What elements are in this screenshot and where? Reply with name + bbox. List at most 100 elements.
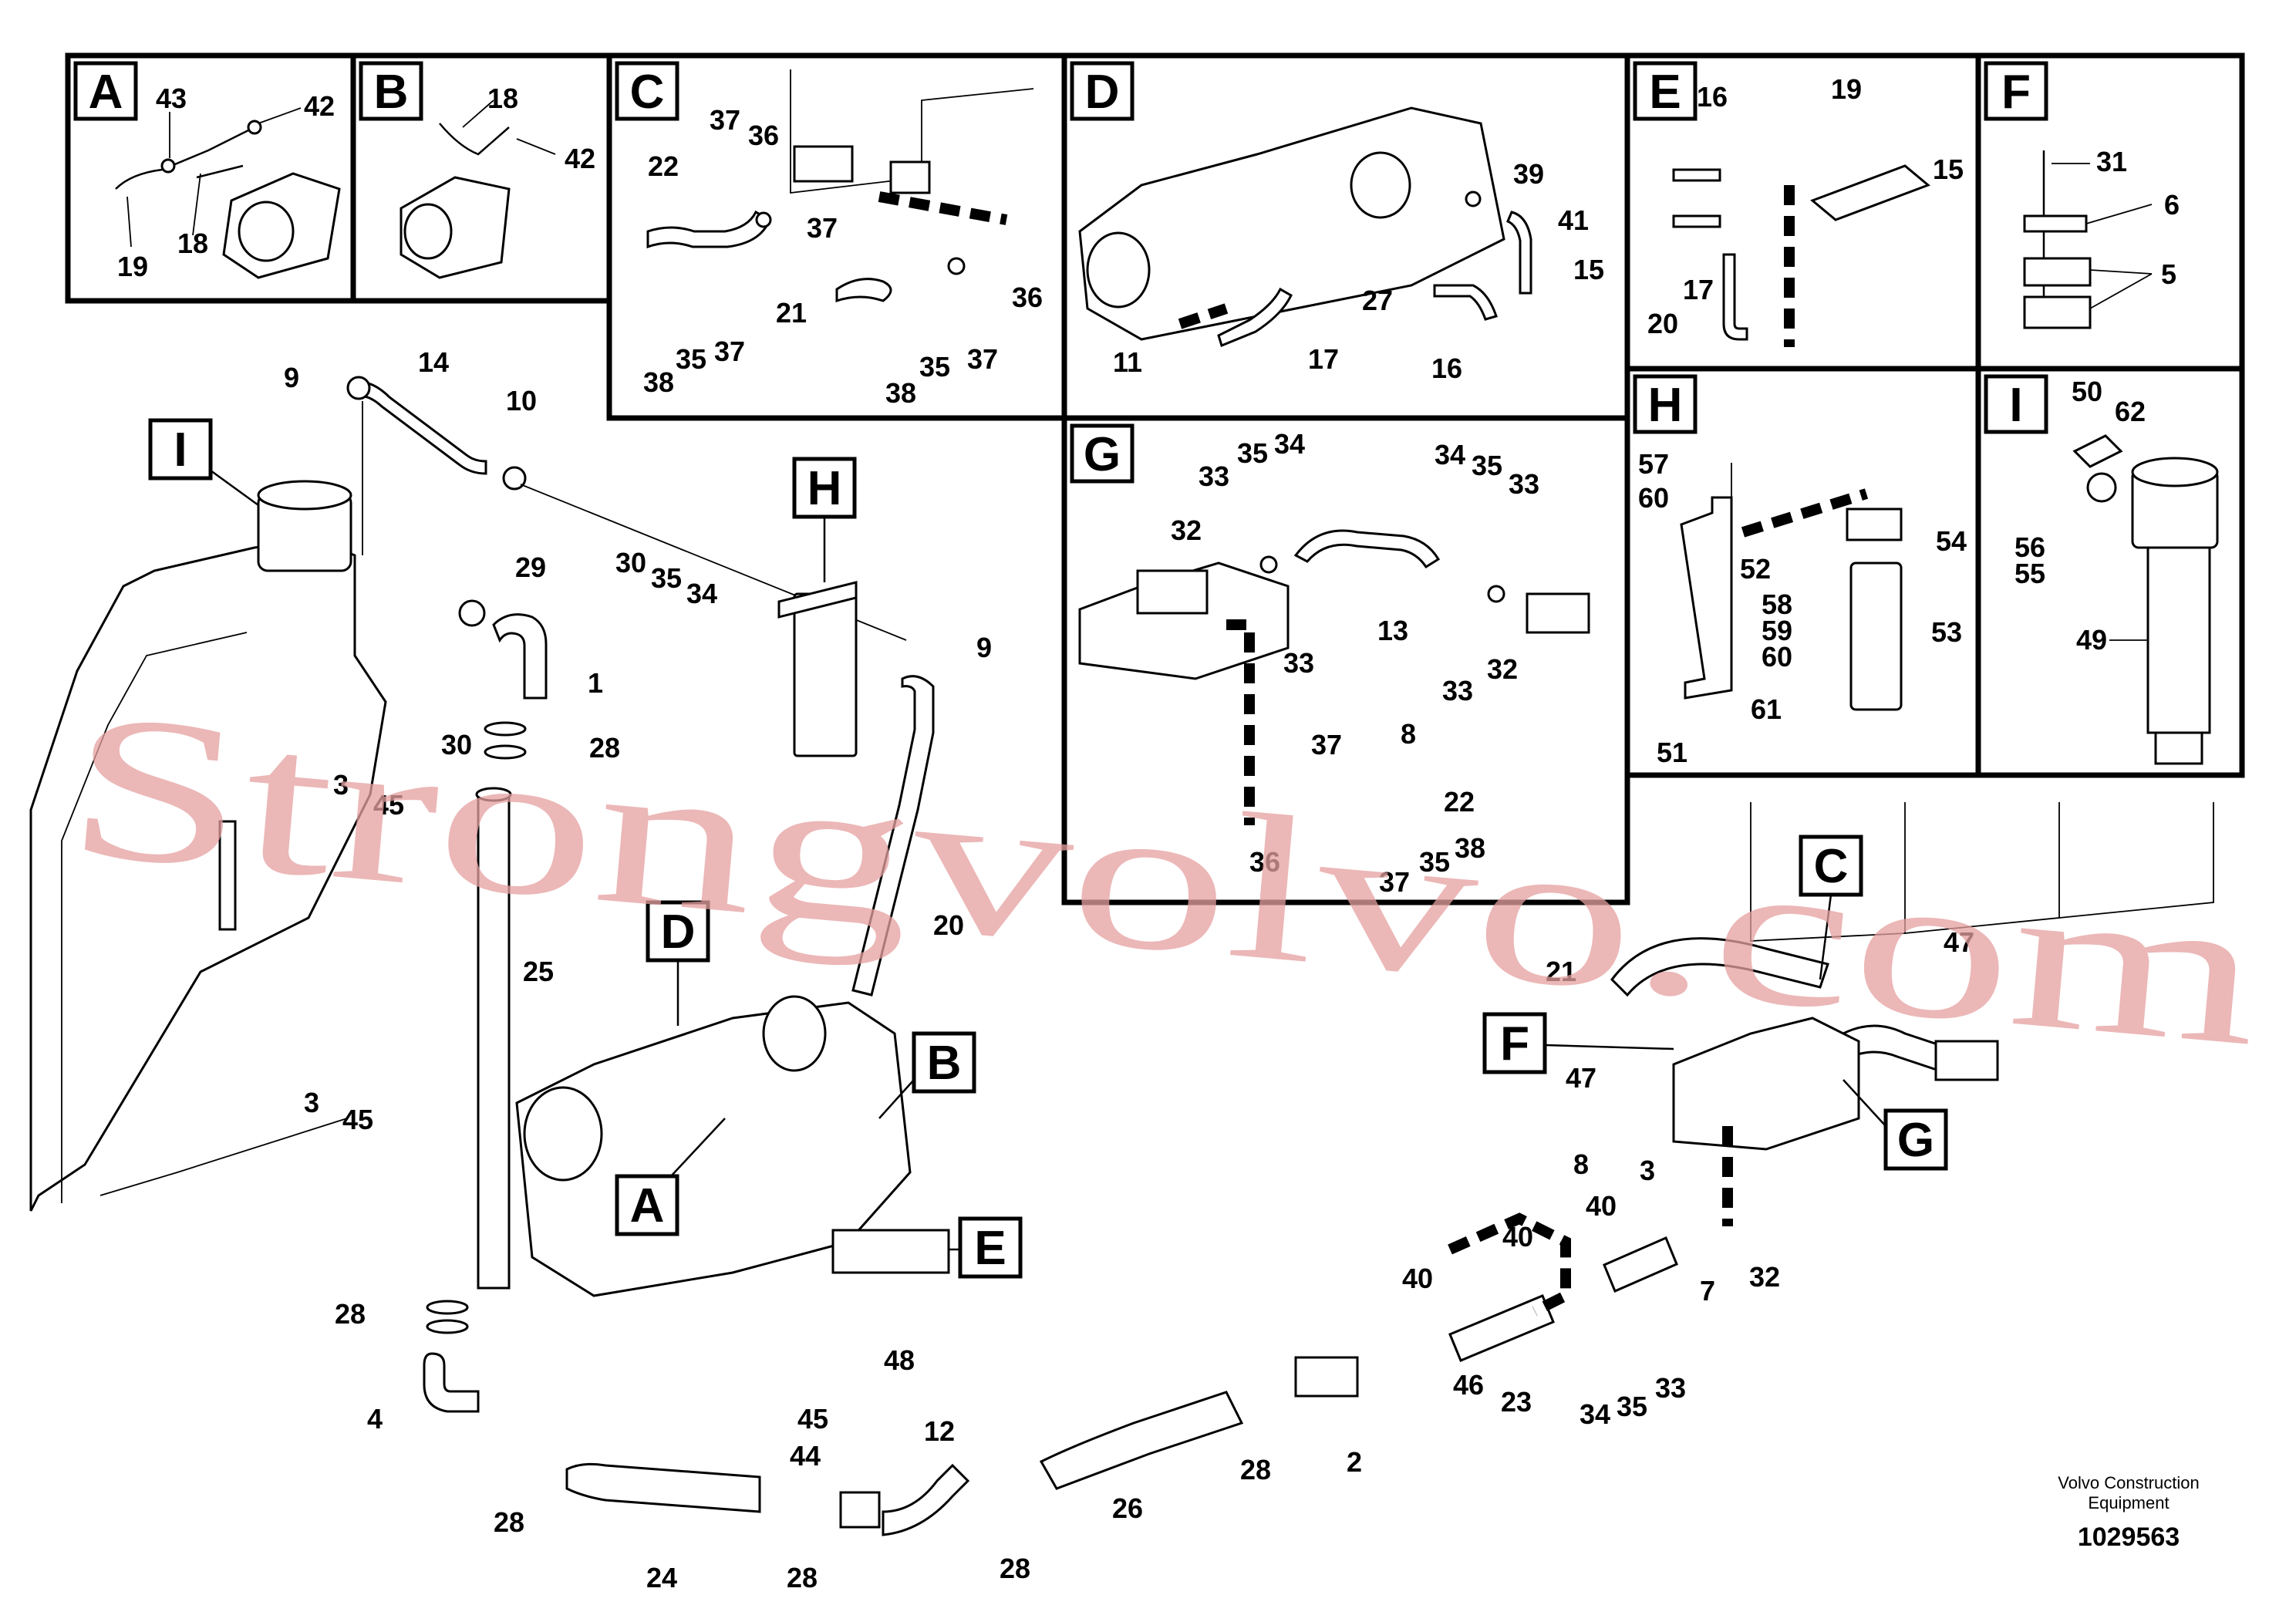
box-b-letter: B (374, 66, 409, 119)
clamp-28-d (426, 1319, 469, 1334)
box-i-gasket (2072, 434, 2123, 468)
part-number: 35 (676, 343, 706, 375)
main-callouts: I H D B A E C F G (148, 418, 1948, 1279)
box-a-fitting (160, 158, 176, 174)
callout-b-leader (878, 1079, 915, 1119)
part-number: 19 (1831, 73, 1862, 105)
box-c-block2 (889, 160, 931, 194)
part-number: 11 (1113, 346, 1142, 378)
callout-g-leader (1843, 1079, 1886, 1127)
callout-a: A (630, 1179, 665, 1233)
box-a-pump-face (238, 201, 295, 262)
leader (126, 196, 132, 248)
part-number: 47 (1566, 1062, 1596, 1094)
box-c-oring2 (947, 257, 966, 275)
frame-lines (1750, 802, 2214, 942)
hydraulic-tank (29, 538, 387, 1212)
part-number: 62 (2115, 396, 2146, 427)
part-number: 27 (1362, 285, 1393, 316)
box-h-bracket (1680, 496, 1733, 700)
part-number: 43 (156, 83, 187, 114)
part-number: 6 (2164, 189, 2180, 221)
part-number: 54 (1936, 525, 1967, 557)
part-number: 42 (565, 143, 595, 174)
part-number: 37 (807, 212, 838, 244)
box-a-tag (73, 61, 138, 121)
leader (462, 99, 494, 128)
clamp-28-a (484, 721, 527, 737)
part-number: 28 (335, 1298, 366, 1330)
part-number: 28 (1000, 1553, 1030, 1584)
box-h-filter-head (1846, 508, 1903, 541)
part-number: 28 (589, 732, 620, 764)
part-number: 10 (506, 385, 537, 416)
part-number: 48 (884, 1344, 915, 1376)
part-number: 55 (2014, 558, 2045, 589)
box-c-hose-21 (835, 278, 892, 303)
part-number: 22 (648, 150, 679, 182)
part-number: 47 (1944, 926, 1974, 958)
box-d-hose-15 (1506, 211, 1532, 295)
part-number: 20 (1647, 308, 1678, 339)
tank-inner-line (61, 632, 248, 1203)
box-g-hose-13 (1293, 529, 1441, 569)
box-f-tag (1984, 61, 2048, 121)
box-d-tag (1070, 61, 1135, 121)
footer-company-line2: Equipment (2088, 1493, 2169, 1512)
part-number: 45 (342, 1104, 373, 1135)
part-number: 29 (515, 551, 546, 583)
part-number: 1 (588, 667, 603, 699)
tank-sight-glass (218, 820, 237, 931)
part-number: 20 (933, 909, 964, 941)
part-number: 57 (1638, 448, 1669, 480)
part-number: 17 (1308, 343, 1339, 375)
elbow-12 (882, 1463, 970, 1536)
part-number: 33 (1442, 675, 1473, 706)
fitting-10 (502, 466, 527, 491)
part-number: 34 (686, 578, 717, 609)
box-f-clamp-lower (2023, 295, 2092, 329)
box-a-letter: A (89, 66, 123, 119)
part-number: 52 (1740, 553, 1771, 585)
box-c-letter: C (630, 66, 665, 119)
box-d-dash (1178, 303, 1229, 329)
manifold-e (831, 1229, 950, 1274)
part-number: 8 (1401, 718, 1416, 750)
box-e-manifold (1810, 164, 1930, 221)
part-number: 34 (1274, 428, 1305, 460)
part-number: 31 (2096, 146, 2127, 177)
part-number: 36 (1249, 846, 1280, 878)
callout-d: D (661, 905, 696, 959)
part-number: 33 (1509, 468, 1539, 500)
part-number: 33 (1199, 460, 1229, 492)
box-g-letter: G (1084, 428, 1121, 481)
part-number: 4 (367, 1403, 383, 1435)
box-d-drawing: 39 41 15 27 16 11 17 (1078, 106, 1604, 384)
main-pump-face (523, 1086, 603, 1182)
callout-h: H (807, 462, 842, 515)
part-number: 36 (1012, 282, 1043, 313)
part-number: 28 (1240, 1454, 1271, 1485)
box-g-valve-top (1136, 569, 1209, 615)
hose-21 (1610, 937, 1829, 997)
part-number: 39 (1513, 158, 1544, 190)
box-h-dash (1741, 488, 1869, 538)
part-number: 26 (1112, 1492, 1143, 1524)
part-number: 60 (1638, 482, 1669, 514)
elbow-4 (423, 1352, 480, 1413)
part-number: 25 (523, 956, 554, 987)
part-number: 45 (373, 789, 404, 821)
part-number: 37 (710, 104, 740, 136)
detail-box-h-frame (1624, 366, 1981, 778)
box-f-clamp-upper (2023, 257, 2092, 287)
main-part-numbers: 9 14 10 29 30 35 34 1 9 30 28 3 45 25 20… (284, 346, 1974, 1593)
part-number: 59 (1762, 615, 1792, 646)
main-dash-a (1448, 1212, 1571, 1317)
leader (516, 138, 556, 155)
callout-i-leader (210, 469, 259, 507)
oring-29 (458, 599, 486, 627)
part-number: 58 (1762, 588, 1792, 620)
box-a-tube2 (196, 164, 244, 179)
box-c-drawing: 37 36 22 37 36 21 35 37 38 35 37 38 (643, 69, 1043, 409)
